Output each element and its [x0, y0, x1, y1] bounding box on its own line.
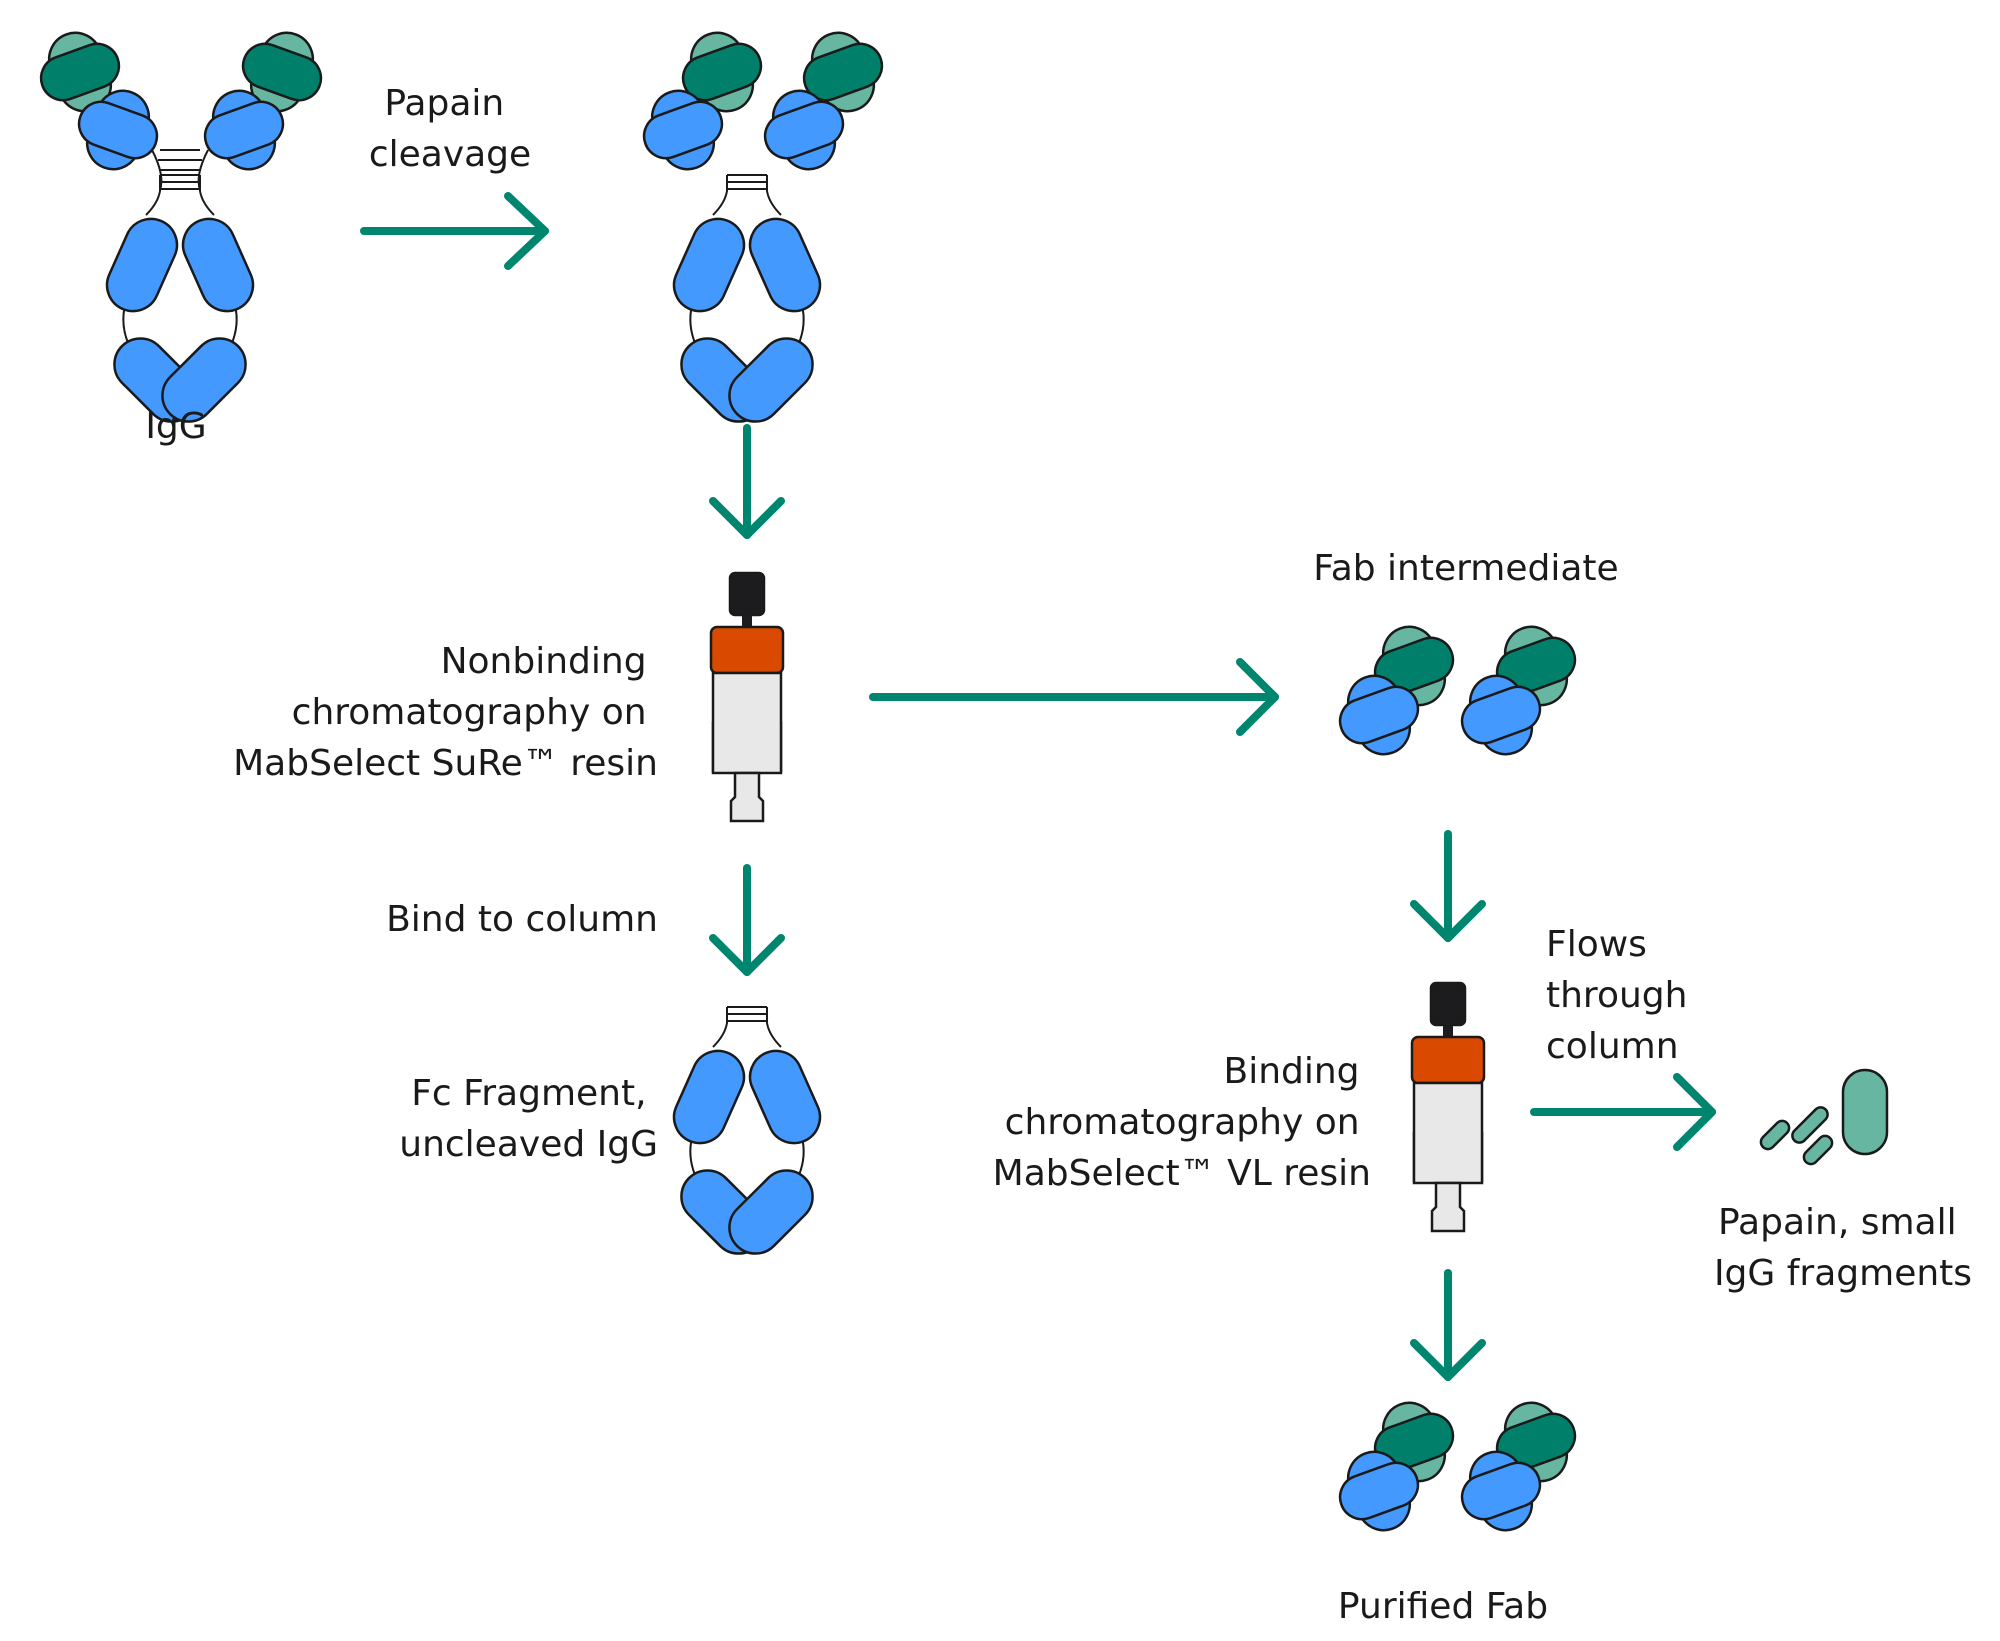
arrow-down-elute	[1410, 1269, 1486, 1381]
arrow-right-flow-through	[869, 658, 1279, 736]
papain-small-fragments-label: Papain, small IgG fragments	[1714, 1202, 1972, 1294]
fc-fragment-icon	[664, 1005, 830, 1266]
purified-fab-label: Purified Fab	[1338, 1586, 1548, 1627]
flows-through-label: Flows through column	[1546, 924, 1699, 1067]
arrow-down-to-column-vl	[1410, 830, 1486, 942]
arrow-down-to-column	[709, 424, 785, 539]
igg-label: IgG	[145, 406, 206, 447]
mabselect-vl-column-icon	[1410, 981, 1486, 1233]
papain-cleavage-label: Papain cleavage	[369, 83, 531, 175]
bind-to-column-label: Bind to column	[386, 899, 658, 940]
igg-antibody-icon	[27, 19, 335, 434]
papain-fragments-icon	[1759, 1068, 1889, 1166]
fab-intermediate-icon	[1328, 615, 1588, 767]
nonbinding-chromatography-label: Nonbinding chromatography on MabSelect S…	[233, 641, 658, 784]
purified-fab-icon	[1328, 1391, 1588, 1543]
fab-intermediate-label: Fab intermediate	[1313, 548, 1618, 589]
mabselect-sure-column-icon	[709, 571, 785, 823]
arrow-down-bind	[709, 864, 785, 976]
cleaved-igg-icon	[630, 19, 896, 434]
arrow-right-flows-through	[1530, 1073, 1716, 1151]
arrow-right-cleavage	[360, 192, 549, 270]
binding-chromatography-label: Binding chromatography on MabSelect™ VL …	[993, 1051, 1371, 1194]
fc-fragment-label: Fc Fragment, uncleaved IgG	[399, 1073, 658, 1165]
